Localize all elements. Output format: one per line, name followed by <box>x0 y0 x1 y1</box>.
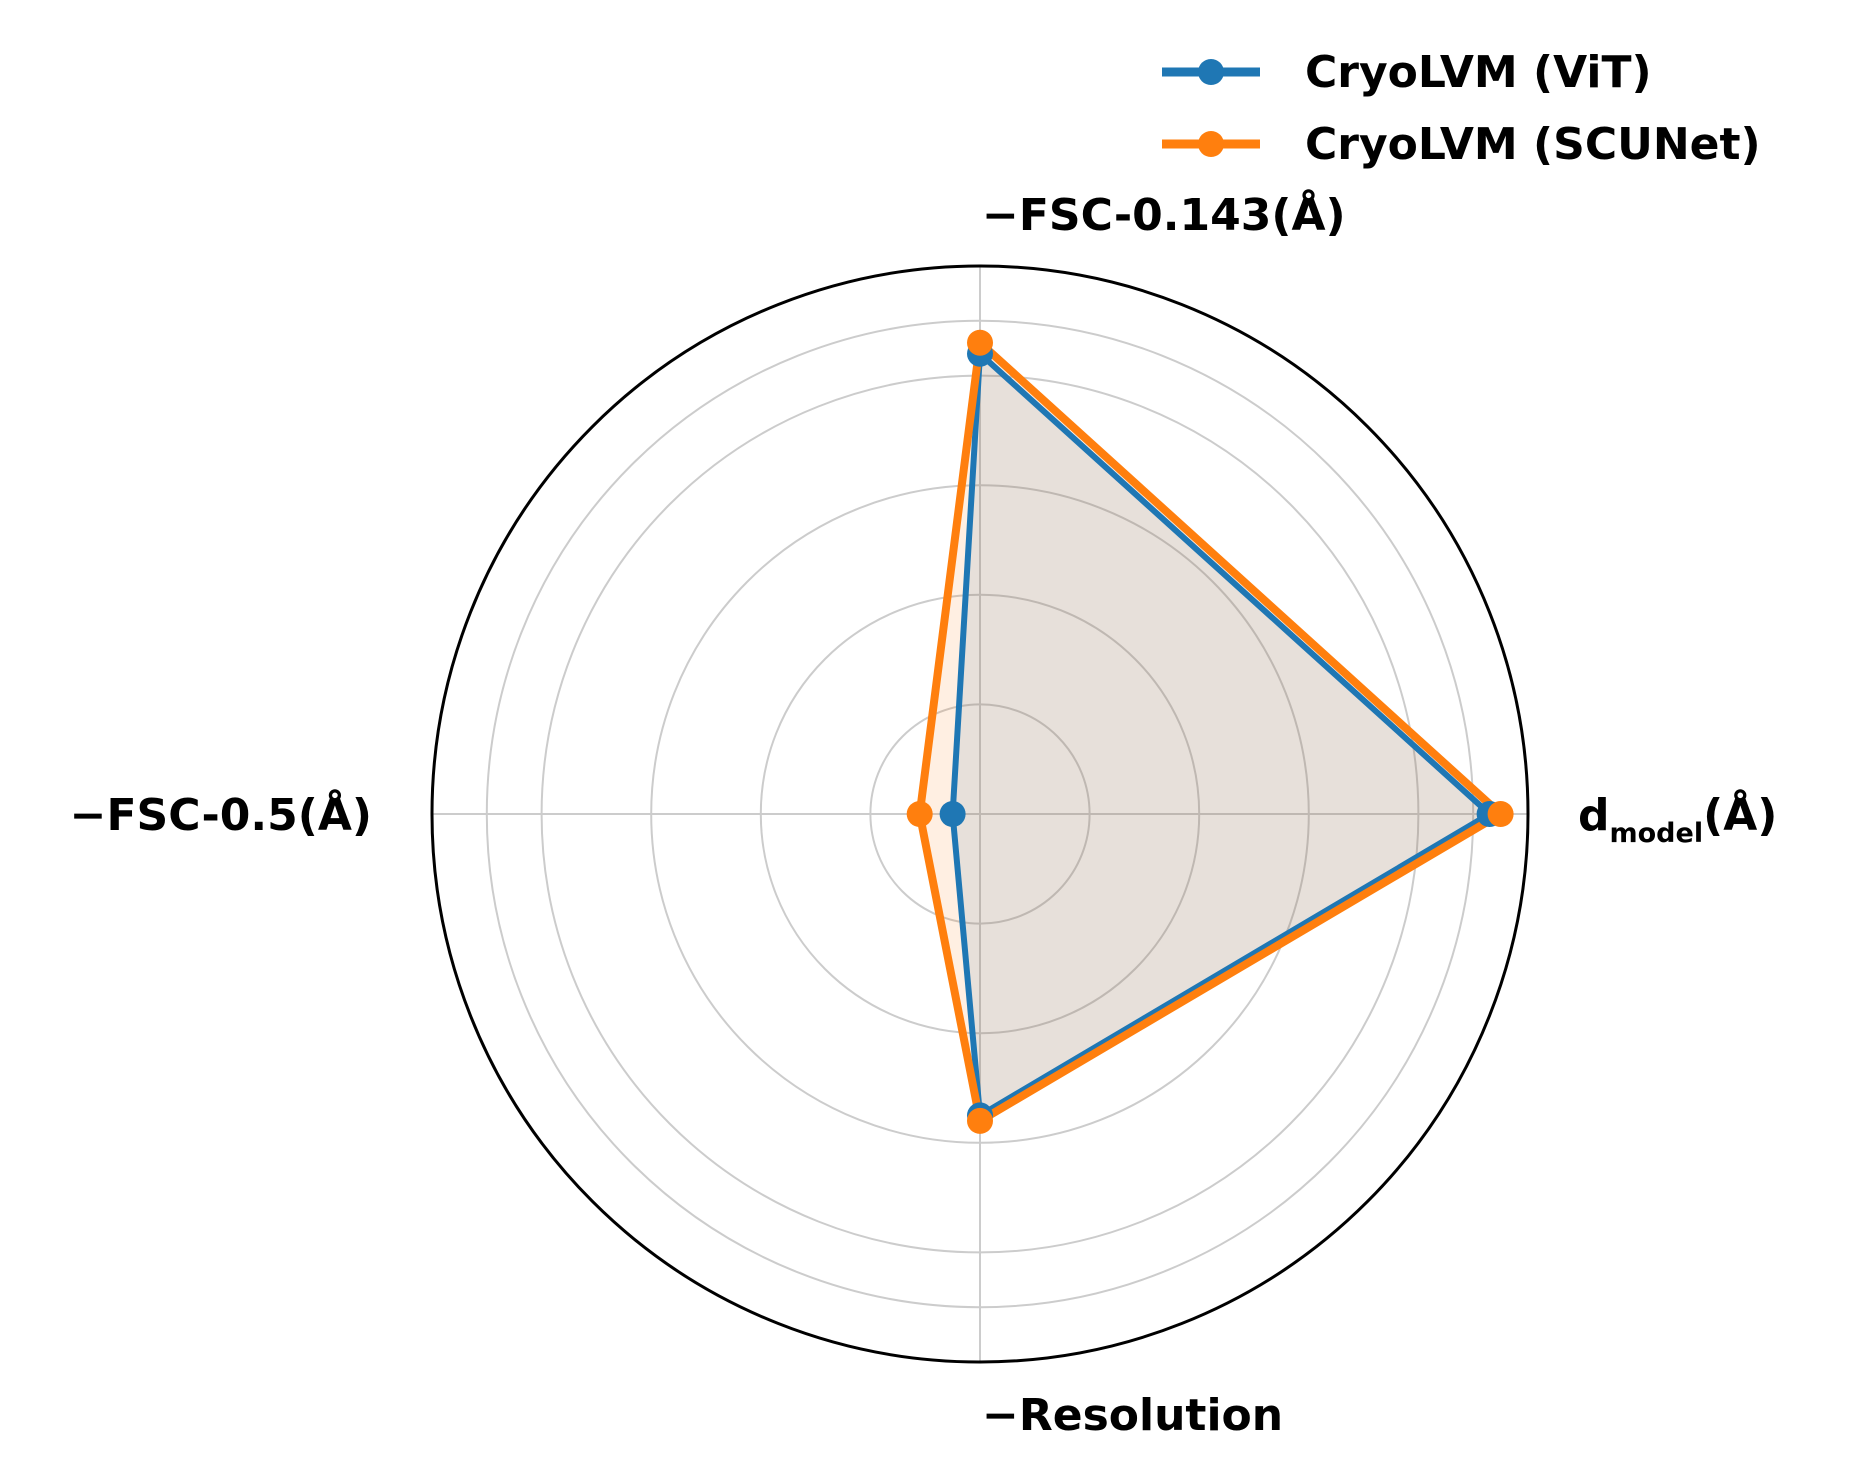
series-points <box>906 329 1514 1134</box>
axis-label-dmodel-suffix: (Å) <box>1703 788 1777 841</box>
series-2-point-3 <box>906 801 933 827</box>
axis-label-dmodel-main: d <box>1578 790 1610 841</box>
series-fills <box>919 342 1501 1121</box>
legend: CryoLVM (ViT) CryoLVM (SCUNet) <box>1162 47 1761 170</box>
axis-label-dmodel: dmodel(Å) <box>1578 788 1777 849</box>
legend-label-vit: CryoLVM (ViT) <box>1305 47 1652 98</box>
series-fill-1 <box>952 353 1490 1116</box>
legend-marker-scunet <box>1198 131 1224 157</box>
series-2-point-2 <box>967 329 993 356</box>
axis-label-fsc-05: −FSC-0.5(Å) <box>70 788 372 841</box>
legend-label-scunet: CryoLVM (SCUNet) <box>1305 119 1761 170</box>
series-fill-2 <box>919 342 1501 1121</box>
series-1-point-3 <box>939 801 966 827</box>
series-2-point-1 <box>1487 801 1514 827</box>
outer-frame <box>430 264 1530 1364</box>
legend-marker-vit <box>1198 59 1224 85</box>
axis-label-fsc-0143: −FSC-0.143(Å) <box>982 188 1346 241</box>
axis-label-resolution: −Resolution <box>982 1390 1283 1441</box>
series-2-point-4 <box>967 1107 993 1134</box>
axis-label-dmodel-sub: model <box>1610 818 1704 849</box>
